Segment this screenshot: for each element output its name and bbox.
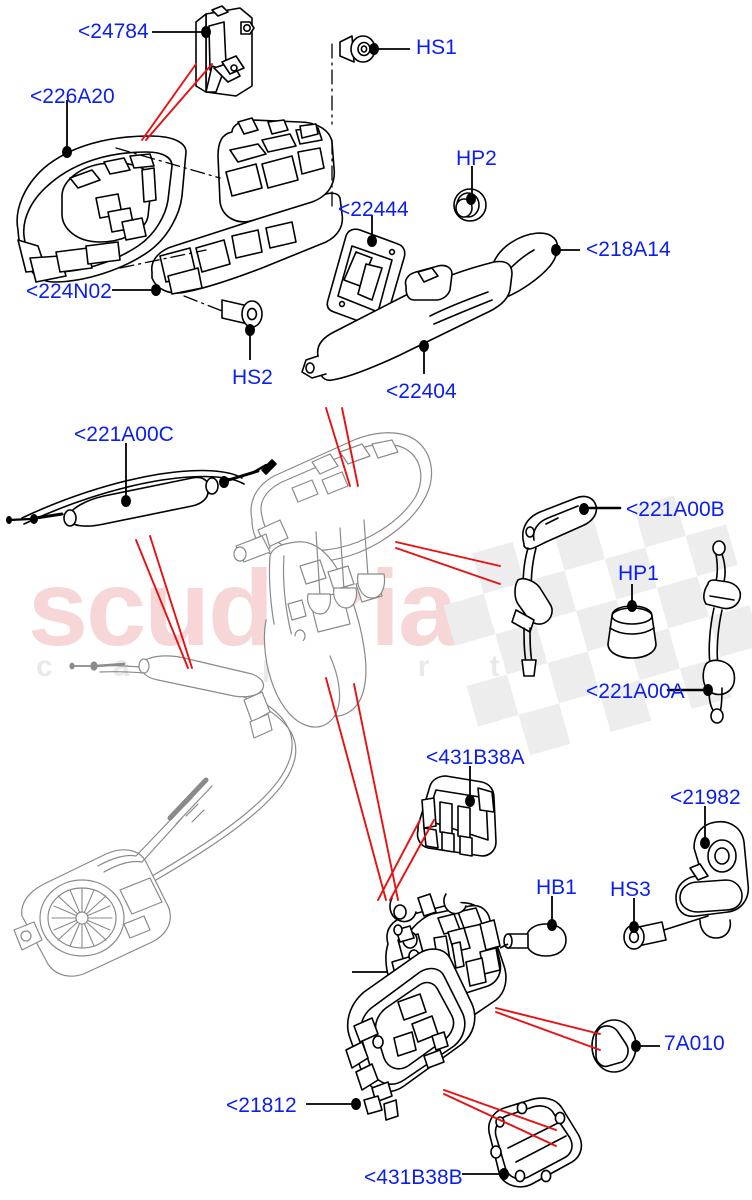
- part-label-22404[interactable]: <22404: [386, 380, 457, 403]
- ghost-reference-parts: [13, 432, 433, 977]
- part-label-221a00c[interactable]: <221A00C: [74, 423, 174, 446]
- part-label-hs2[interactable]: HS2: [232, 366, 273, 389]
- part-431b38a-clip: [416, 775, 497, 857]
- part-label-hs1[interactable]: HS1: [416, 36, 457, 59]
- part-label-431b38b[interactable]: <431B38B: [364, 1166, 463, 1189]
- part-label-hs3[interactable]: HS3: [610, 878, 651, 901]
- part-hp1-plug: [607, 605, 657, 659]
- black-leader-lines: [62, 26, 710, 1180]
- part-hs2-bolt: [221, 299, 263, 328]
- part-label-24784[interactable]: <24784: [78, 20, 149, 43]
- red-assembly-pointers: [135, 63, 601, 1147]
- part-24784-actuator: [195, 5, 255, 97]
- part-label-431b38a[interactable]: <431B38A: [426, 746, 525, 769]
- part-7a010-grommet: [591, 1019, 637, 1073]
- part-label-224n02[interactable]: <224N02: [26, 280, 112, 303]
- part-224n02-reinforcement: [150, 117, 344, 295]
- assembly-dash-lines: [115, 43, 333, 319]
- part-hs3-bolt: [623, 915, 709, 950]
- part-label-21812[interactable]: <21812: [226, 1094, 297, 1117]
- part-label-221a00a[interactable]: <221A00A: [586, 680, 685, 703]
- part-21982-striker: [675, 820, 750, 939]
- part-label-218a14[interactable]: <218A14: [586, 238, 671, 261]
- part-label-226a20[interactable]: <226A20: [30, 85, 115, 108]
- part-22404-exterior-handle: [301, 260, 513, 382]
- part-221a00c-cable: [6, 459, 277, 527]
- part-label-hp2[interactable]: HP2: [456, 147, 497, 170]
- part-label-21982[interactable]: <21982: [670, 786, 741, 809]
- part-226a20-bezel: [16, 135, 187, 283]
- part-label-22444[interactable]: <22444: [338, 198, 409, 221]
- part-label-221a00b[interactable]: <221A00B: [626, 498, 725, 521]
- part-label-7a010[interactable]: 7A010: [664, 1032, 725, 1055]
- part-22444-gasket: [326, 228, 406, 328]
- part-label-hp1[interactable]: HP1: [618, 562, 659, 585]
- part-21812-latch-assembly: [345, 893, 507, 1121]
- part-hb1-bushing: [503, 923, 567, 957]
- checkered-flag-watermark: [443, 495, 752, 756]
- part-label-hb1[interactable]: HB1: [536, 876, 577, 899]
- part-221a00a-cable: [666, 540, 742, 724]
- part-221a00b-cable: [511, 495, 622, 677]
